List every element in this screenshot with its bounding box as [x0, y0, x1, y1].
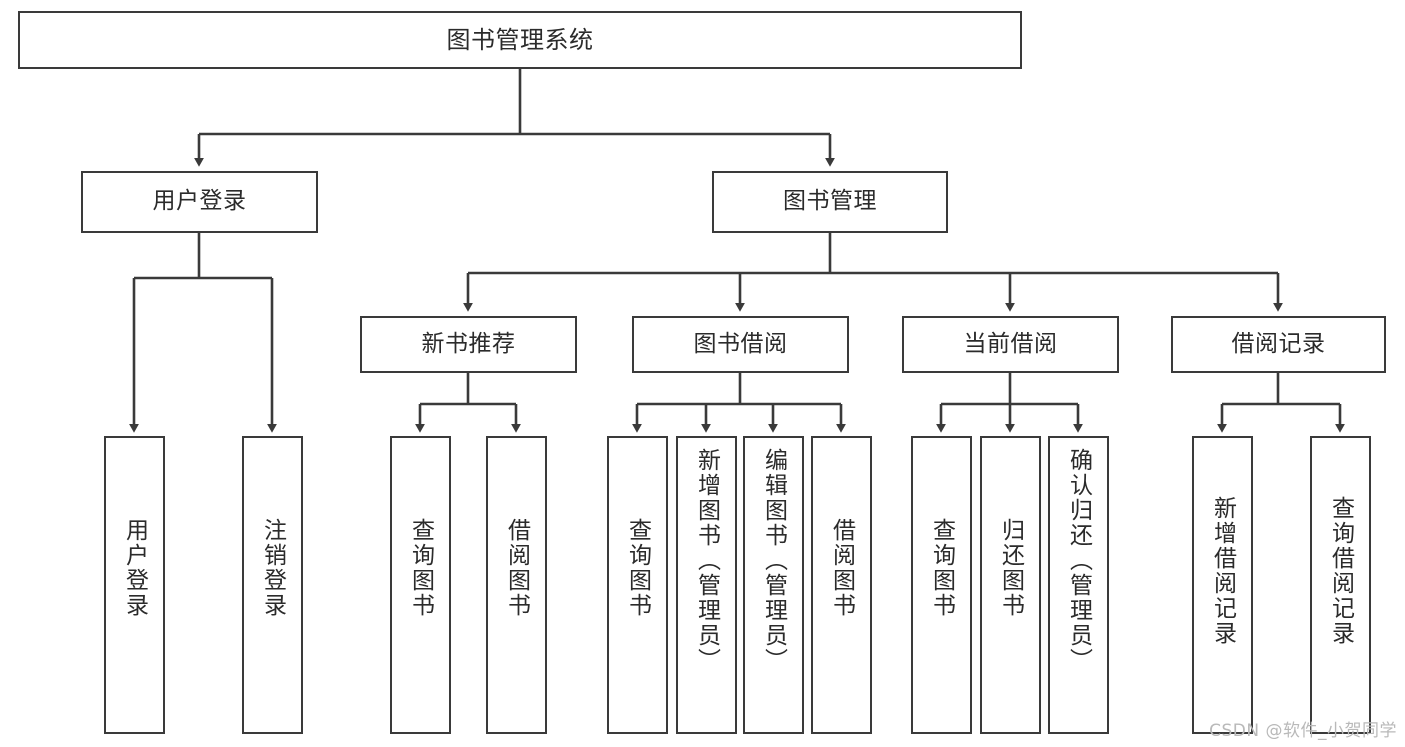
node-label: 新增借阅记录: [1209, 496, 1236, 646]
leaf-borrow-query-books[interactable]: 查询图书: [607, 436, 668, 734]
node-label: 用户登录: [121, 518, 148, 618]
node-user-login[interactable]: 用户登录: [81, 171, 318, 233]
node-borrowing-records[interactable]: 借阅记录: [1171, 316, 1386, 373]
node-label: 查询图书: [928, 518, 955, 618]
leaf-record-query-borrow-record[interactable]: 查询借阅记录: [1310, 436, 1371, 734]
node-label: 新书推荐: [421, 330, 516, 357]
node-label: 查询图书: [407, 518, 434, 618]
node-label: 图书借阅: [693, 330, 788, 357]
node-book-management[interactable]: 图书管理: [712, 171, 948, 233]
node-label: 确认归还（管理员）: [1065, 448, 1092, 673]
node-label: 借阅图书: [828, 518, 855, 618]
node-label: 查询图书: [624, 518, 651, 618]
leaf-current-return-books[interactable]: 归还图书: [980, 436, 1041, 734]
leaf-new-book-borrow-books[interactable]: 借阅图书: [486, 436, 547, 734]
node-label: 新增图书（管理员）: [693, 448, 720, 673]
node-label: 借阅图书: [503, 518, 530, 618]
leaf-current-confirm-return-admin[interactable]: 确认归还（管理员）: [1048, 436, 1109, 734]
node-current-borrowing[interactable]: 当前借阅: [902, 316, 1119, 373]
node-label: 借阅记录: [1231, 330, 1326, 357]
leaf-new-book-query-books[interactable]: 查询图书: [390, 436, 451, 734]
node-label: 当前借阅: [963, 330, 1058, 357]
node-label: 查询借阅记录: [1327, 496, 1354, 646]
csdn-watermark: CSDN @软件_小贺同学: [1209, 721, 1397, 741]
node-label: 图书管理: [783, 188, 877, 215]
node-new-book-recommendation[interactable]: 新书推荐: [360, 316, 577, 373]
leaf-borrow-add-book-admin[interactable]: 新增图书（管理员）: [676, 436, 737, 734]
node-root-book-management-system[interactable]: 图书管理系统: [18, 11, 1022, 69]
leaf-user-login-login[interactable]: 用户登录: [104, 436, 165, 734]
node-label: 用户登录: [152, 188, 247, 215]
node-label: 归还图书: [997, 518, 1024, 618]
leaf-borrow-edit-book-admin[interactable]: 编辑图书（管理员）: [743, 436, 804, 734]
leaf-user-login-logout[interactable]: 注销登录: [242, 436, 303, 734]
node-label: 编辑图书（管理员）: [760, 448, 787, 673]
leaf-record-add-borrow-record[interactable]: 新增借阅记录: [1192, 436, 1253, 734]
node-label: 图书管理系统: [446, 25, 594, 54]
node-book-borrowing[interactable]: 图书借阅: [632, 316, 849, 373]
node-label: 注销登录: [259, 518, 286, 618]
leaf-borrow-borrow-books[interactable]: 借阅图书: [811, 436, 872, 734]
leaf-current-query-books[interactable]: 查询图书: [911, 436, 972, 734]
